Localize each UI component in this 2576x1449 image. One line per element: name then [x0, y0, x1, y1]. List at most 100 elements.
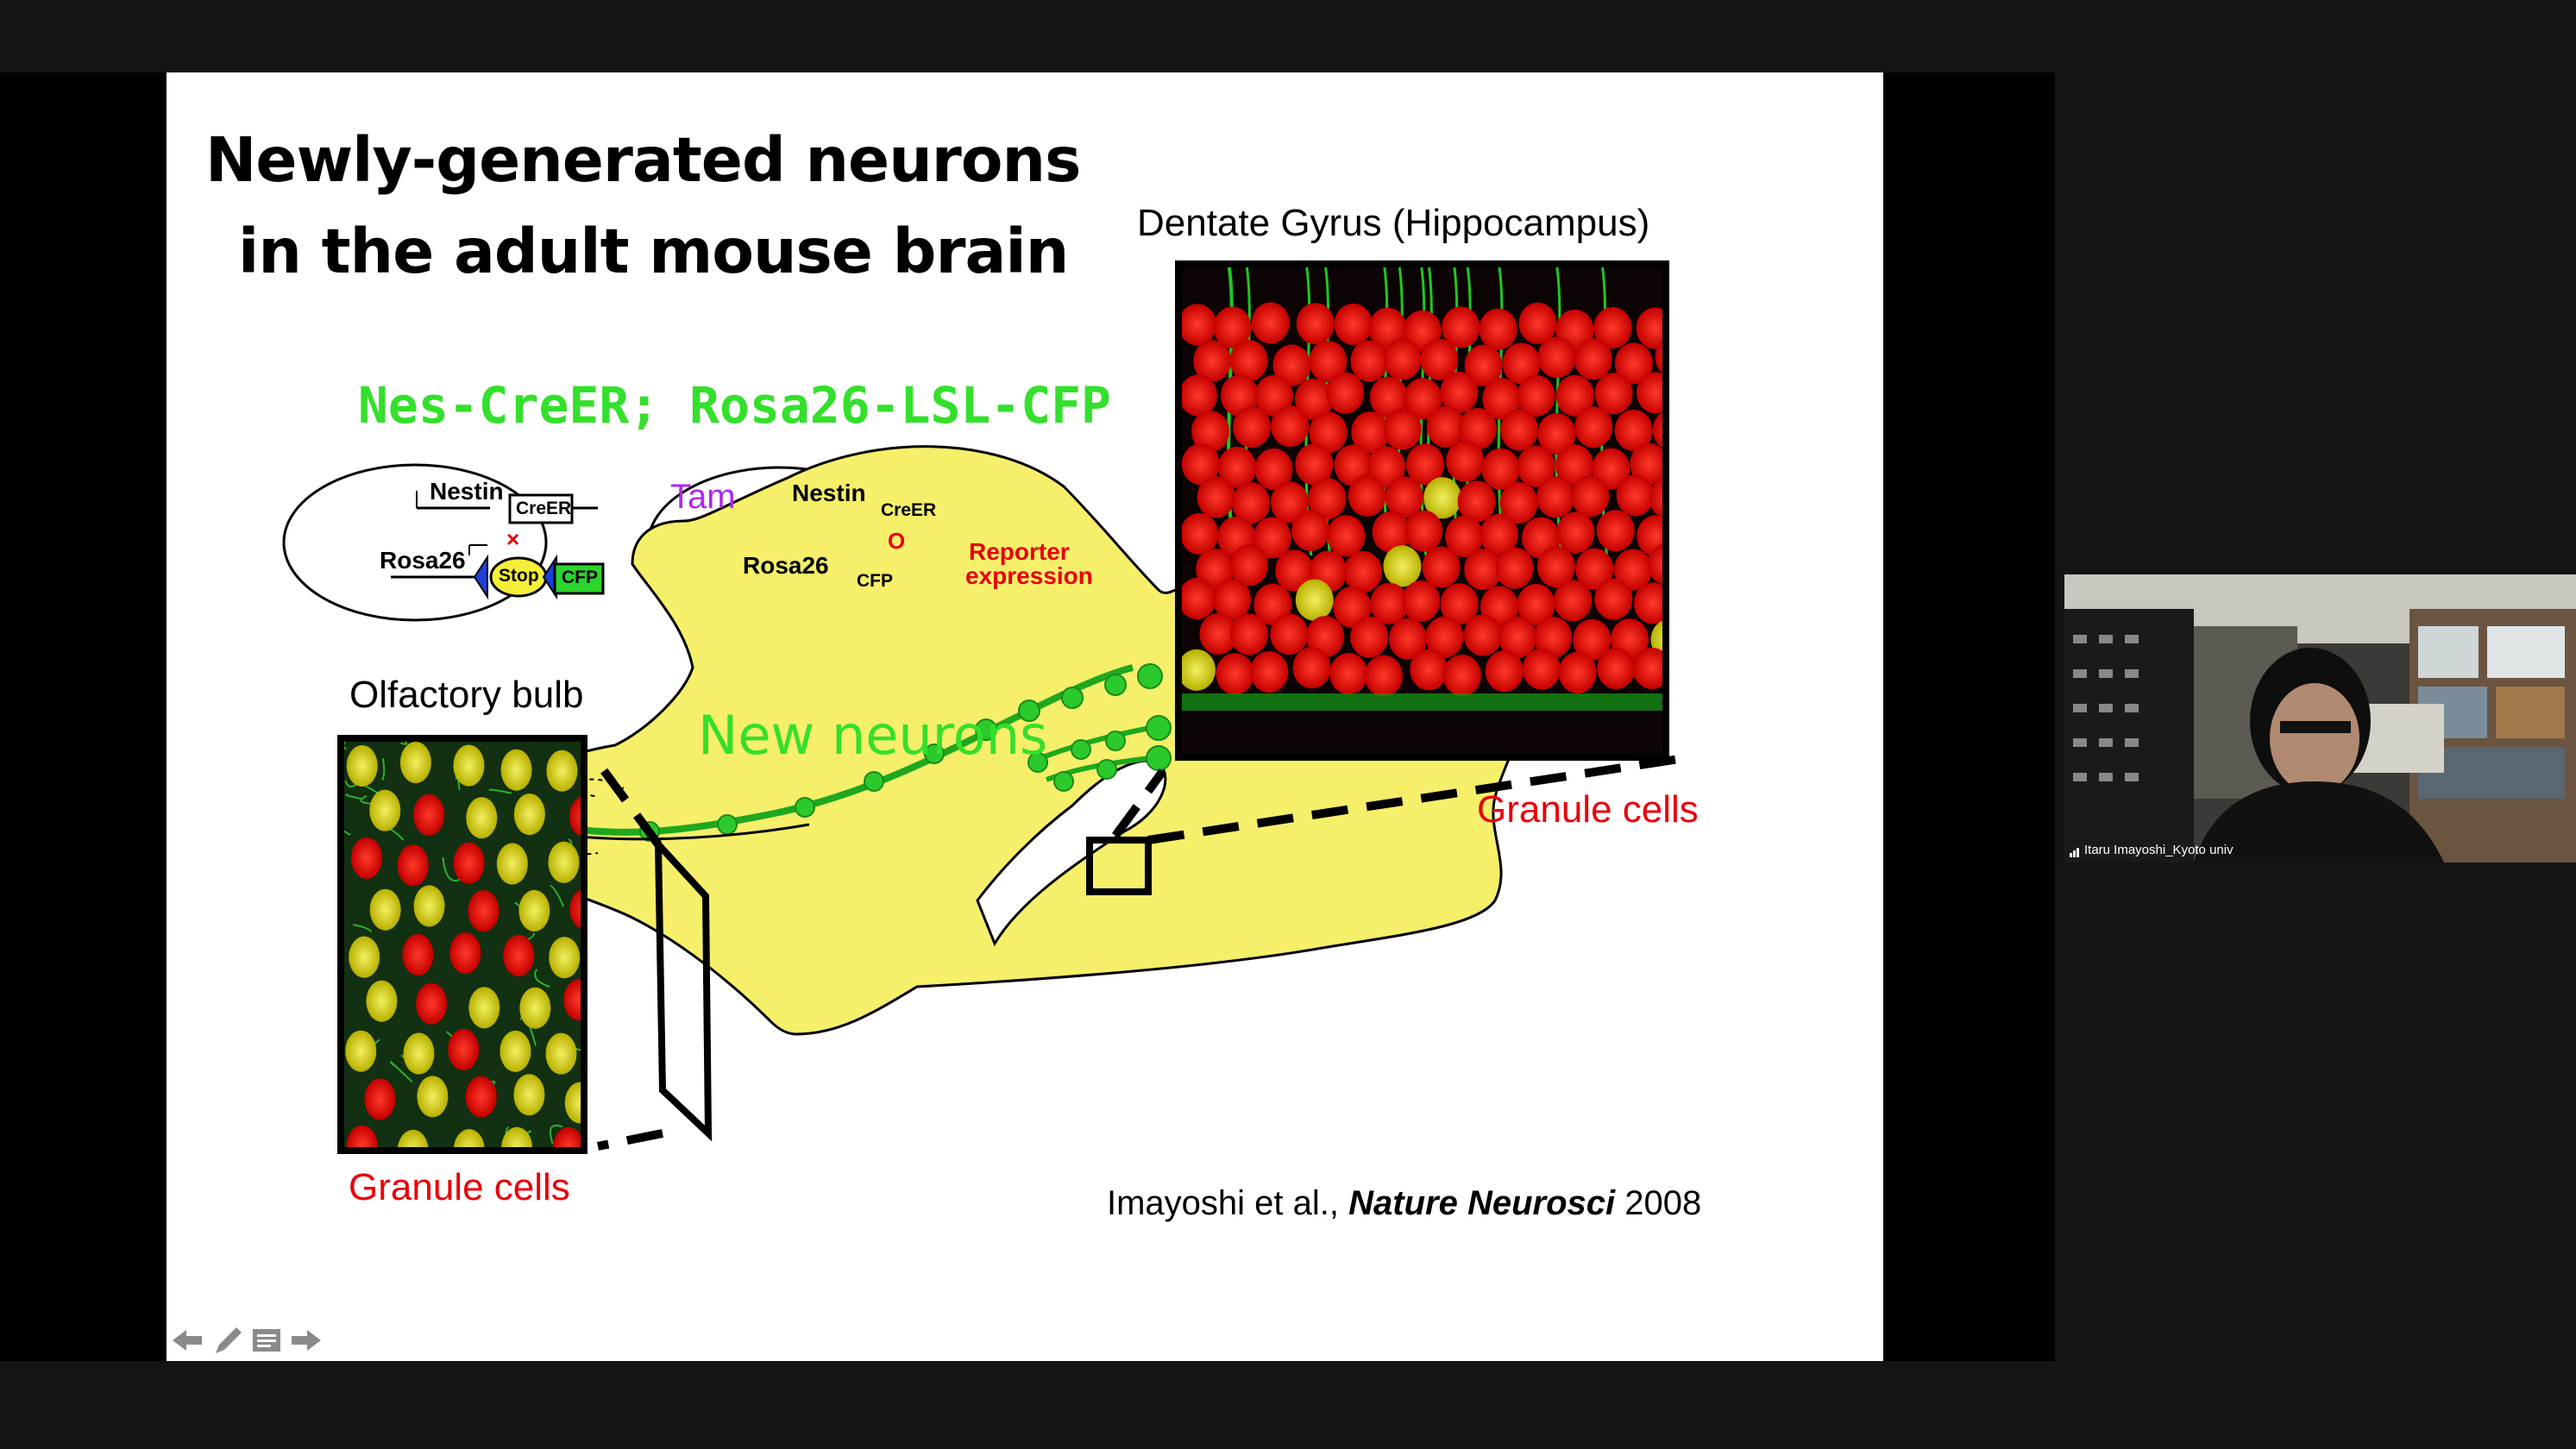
- dg-cell: [1291, 509, 1330, 551]
- dg-cell: [1309, 340, 1348, 382]
- ob-fiber: [488, 788, 512, 794]
- ob-cell: [449, 932, 481, 974]
- dg-cell: [1636, 307, 1662, 349]
- ob-cell: [503, 935, 535, 977]
- dg-cell: [1574, 406, 1613, 448]
- ob-new-neuron: [345, 1030, 377, 1072]
- dg-cell: [1464, 549, 1503, 591]
- dg-cell: [1463, 614, 1502, 656]
- dg-cell: [1182, 443, 1220, 486]
- dg-cell: [1536, 476, 1575, 518]
- dg-cell: [1536, 546, 1575, 588]
- dg-cell: [1334, 303, 1373, 345]
- dg-green-band: [1182, 693, 1662, 711]
- ob-fiber: [550, 884, 564, 907]
- dg-cell: [1329, 653, 1368, 695]
- ob-cell: [448, 1028, 480, 1070]
- dg-cell: [1364, 655, 1403, 697]
- x-mark: ×: [506, 526, 520, 552]
- dg-cell: [1594, 373, 1633, 415]
- citation-authors: Imayoshi et al.,: [1107, 1184, 1349, 1222]
- menu-icon: [253, 1329, 280, 1352]
- dg-cell: [1593, 307, 1632, 349]
- dg-cell: [1385, 476, 1423, 518]
- ob-new-neuron: [501, 1126, 533, 1147]
- dg-cell: [1383, 338, 1422, 380]
- next-slide-button[interactable]: [290, 1324, 323, 1357]
- ob-fiber: [550, 1124, 563, 1145]
- dg-cell: [1253, 517, 1291, 559]
- ob-new-neuron: [548, 841, 580, 883]
- creer-label-left: CreER: [516, 499, 572, 518]
- dg-cell: [1306, 616, 1345, 658]
- dg-cell: [1482, 378, 1521, 420]
- nestin-label-right: Nestin: [792, 480, 866, 506]
- genotype-label: Nes-CreER; Rosa26-LSL-CFP: [358, 376, 1111, 435]
- dg-cell: [1655, 341, 1662, 373]
- slide-menu-button[interactable]: [250, 1324, 283, 1357]
- dg-new-neuron: [1423, 477, 1462, 519]
- granule-cells-dg-label: Granule cells: [1477, 788, 1699, 831]
- dg-cell: [1517, 374, 1555, 417]
- dg-cell: [1517, 583, 1555, 625]
- dg-cell: [1196, 549, 1235, 591]
- dg-cell: [1343, 550, 1382, 593]
- dg-cell: [1327, 515, 1366, 557]
- pen-tool-button[interactable]: [210, 1324, 243, 1357]
- ob-new-neuron: [513, 794, 545, 836]
- ob-new-neuron: [403, 1032, 435, 1075]
- connector-lines: [594, 754, 1686, 1151]
- previous-slide-button[interactable]: [171, 1324, 204, 1357]
- dg-cell: [1632, 647, 1662, 689]
- dg-cell: [1212, 578, 1251, 620]
- dg-cell: [1404, 378, 1442, 420]
- cfp-label-right: CFP: [857, 571, 893, 591]
- dg-cell: [1383, 408, 1422, 450]
- ob-cell: [402, 933, 434, 975]
- dg-cell: [1182, 512, 1219, 555]
- dg-cell: [1495, 547, 1534, 589]
- dg-cell: [1464, 344, 1503, 386]
- dg-cell: [1652, 411, 1662, 448]
- dg-cell: [1479, 308, 1517, 350]
- ob-cell: [364, 1078, 396, 1120]
- dg-cell: [1522, 648, 1561, 690]
- dg-cell: [1537, 336, 1576, 379]
- dg-cell: [1554, 580, 1593, 622]
- citation-journal: Nature Neurosci: [1348, 1184, 1616, 1222]
- ob-new-neuron: [399, 742, 431, 784]
- ob-cell: [468, 890, 499, 932]
- ob-new-neuron: [346, 744, 378, 787]
- nestin-label-left: Nestin: [430, 478, 504, 505]
- ob-new-neuron: [466, 797, 498, 839]
- creer-label-right: CreER: [881, 500, 937, 520]
- participant-video-tile[interactable]: Itaru Imayoshi_Kyoto univ: [2064, 574, 2576, 862]
- citation-year: 2008: [1615, 1184, 1702, 1222]
- dg-cell: [1517, 445, 1555, 487]
- dg-cell: [1614, 342, 1653, 385]
- o-mark: O: [888, 528, 906, 554]
- dg-cell: [1296, 303, 1335, 345]
- dg-cell: [1254, 448, 1293, 490]
- dg-cell: [1406, 443, 1445, 486]
- dg-cell: [1442, 655, 1481, 697]
- ob-cell: [552, 1126, 581, 1147]
- dg-cell: [1220, 374, 1259, 417]
- ob-cell: [416, 982, 448, 1025]
- dg-cell: [1369, 376, 1408, 418]
- dg-cell: [1422, 546, 1461, 588]
- granule-cells-ob-label: Granule cells: [349, 1166, 570, 1208]
- dg-cell: [1440, 371, 1479, 413]
- olfactory-bulb-image: [337, 735, 587, 1154]
- ob-fiber: [344, 742, 347, 750]
- dg-cell: [1425, 616, 1464, 658]
- dg-cell: [1502, 342, 1541, 385]
- dg-cell: [1404, 510, 1443, 552]
- rosa26-label-left: Rosa26: [380, 547, 466, 574]
- dg-cell: [1367, 446, 1405, 488]
- dg-cell: [1636, 372, 1662, 414]
- cfp-label-left: CFP: [562, 568, 598, 587]
- ob-new-neuron: [518, 889, 550, 932]
- dg-cell: [1388, 618, 1427, 660]
- dg-cell: [1218, 446, 1257, 488]
